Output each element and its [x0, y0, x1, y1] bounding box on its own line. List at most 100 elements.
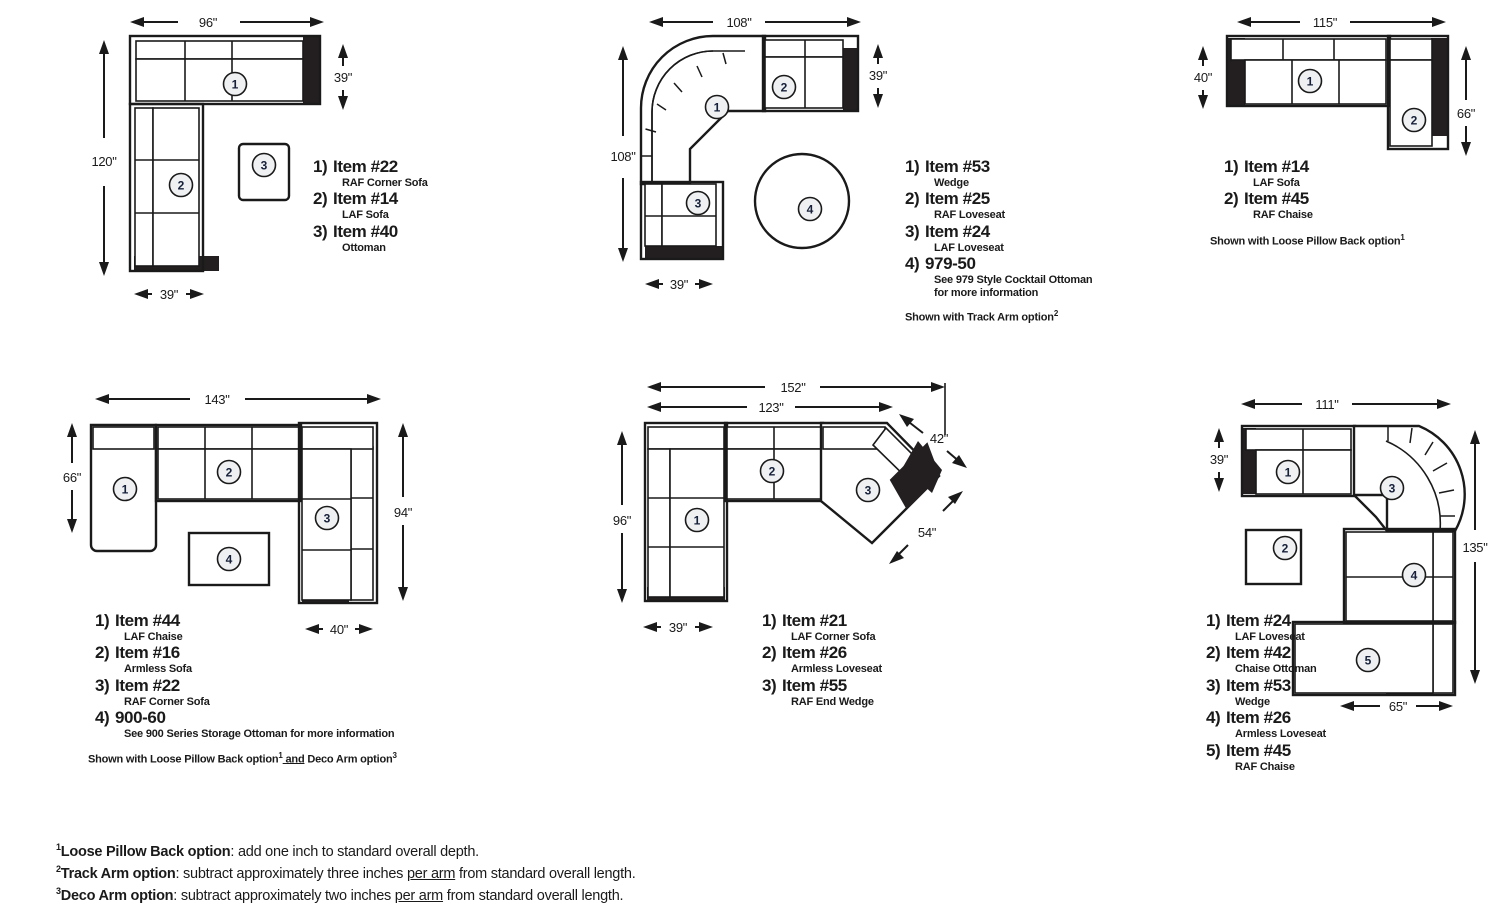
legend-note-text2: Deco Arm option	[304, 753, 393, 766]
dimension-top: 108"	[649, 15, 861, 30]
svg-text:5: 5	[1365, 654, 1372, 668]
legend-number: 1)	[313, 157, 328, 176]
legend-note-text: Shown with Loose Pillow Back option	[88, 753, 279, 766]
svg-text:3: 3	[261, 159, 268, 173]
svg-text:1: 1	[1307, 75, 1314, 89]
dim-diag54-label: 54"	[918, 525, 937, 540]
footnote-term: Loose Pillow Back option	[60, 844, 231, 860]
dim-right-label: 39"	[334, 70, 353, 85]
legend-note-sup: 2	[1053, 309, 1059, 319]
callout-2: 2	[1272, 535, 1298, 561]
legend-number: 1)	[1206, 611, 1221, 630]
dim-bottom-label: 39"	[669, 620, 688, 635]
dimension-bottom: 40"	[305, 622, 373, 637]
dim-diag42-label: 42"	[930, 431, 949, 446]
config-1-diagram: 96" 120" 39" 39"	[90, 8, 390, 308]
dim-bottom-label: 65"	[1389, 699, 1408, 714]
callout-3: 3	[685, 190, 711, 216]
config-5-legend: 1) Item #21 LAF Corner Sofa 2) Item #26 …	[762, 611, 882, 709]
dim-top-label: 115"	[1313, 15, 1338, 30]
legend-item-desc: See 979 Style Cocktail Ottoman for more …	[934, 274, 1093, 299]
legend-item: 1) Item #53 Wedge	[905, 157, 1105, 189]
legend-number: 2)	[905, 189, 920, 209]
config-3-diagram: 115" 40" 66"	[1185, 8, 1485, 258]
footnote-rest: : subtract approximately two inches	[173, 888, 395, 905]
dimension-top: 111"	[1241, 397, 1451, 412]
legend-item: 1) Item #21 LAF Corner Sofa	[762, 611, 882, 643]
svg-text:4: 4	[226, 553, 233, 567]
legend-number: 3)	[1206, 675, 1221, 695]
callout-4: 4	[1401, 562, 1427, 588]
footnote-rest: : subtract approximately three inches	[175, 866, 407, 883]
legend-item-title: Item #45	[1226, 740, 1291, 760]
legend-shown-with-note: Shown with Loose Pillow Back option1 and…	[88, 751, 397, 767]
legend-item-desc: RAF Chaise	[1253, 209, 1313, 222]
dim-left-label: 120"	[91, 154, 117, 169]
legend-number: 1)	[1224, 157, 1239, 176]
legend-number: 1)	[905, 157, 920, 176]
legend-item-title: Item #53	[1226, 675, 1291, 695]
dimension-bottom: 39"	[134, 287, 204, 302]
legend-item-title: Item #53	[925, 157, 990, 176]
dim-left-label: 39"	[1210, 452, 1229, 467]
legend-item-title: Item #21	[782, 611, 847, 630]
callout-1: 1	[684, 507, 710, 533]
config-4-diagram: 143" 66" 94" 40"	[55, 385, 475, 645]
callout-2: 2	[759, 458, 785, 484]
callout-2: 2	[771, 74, 797, 100]
dim-right-label: 135"	[1462, 540, 1488, 555]
svg-text:1: 1	[694, 514, 701, 528]
legend-item-title: Item #22	[115, 675, 180, 695]
footnote-underline: per arm	[406, 866, 456, 883]
legend-item: 1) Item #24 LAF Loveseat	[1206, 611, 1326, 643]
legend-item: 1) Item #22 RAF Corner Sofa	[313, 157, 428, 189]
legend-note-text: Shown with Loose Pillow Back option	[1210, 235, 1401, 248]
legend-item-title: 979-50	[925, 254, 976, 274]
callout-5: 5	[1355, 647, 1381, 673]
footnote-rest2: from standard overall length.	[443, 888, 624, 905]
dimension-top: 96"	[130, 15, 324, 30]
legend-item-title: Item #44	[115, 611, 180, 630]
legend-item-title: Item #24	[1226, 611, 1291, 630]
dim-top-label: 152"	[780, 380, 806, 395]
legend-item: 3) Item #40 Ottoman	[313, 222, 428, 254]
legend-number: 5)	[1206, 740, 1221, 760]
legend-item-title: Item #26	[782, 643, 847, 663]
legend-item-desc: See 900 Series Storage Ottoman for more …	[124, 728, 395, 741]
dimension-bottom: 65"	[1340, 699, 1453, 714]
sectional-shape	[89, 421, 379, 605]
legend-note-sup: 1	[278, 750, 283, 760]
legend-item-title: Item #25	[925, 189, 990, 209]
svg-text:2: 2	[1411, 114, 1418, 128]
legend-note-and: and	[282, 753, 305, 766]
svg-text:1: 1	[714, 101, 721, 115]
legend-shown-with-note: Shown with Loose Pillow Back option1	[1210, 233, 1405, 249]
legend-number: 1)	[95, 611, 110, 630]
svg-text:2: 2	[1282, 542, 1289, 556]
footnote-term: Deco Arm option	[60, 888, 174, 905]
callout-2: 2	[216, 459, 242, 485]
dimension-diag-42: 42"	[899, 414, 967, 468]
config-2-legend: 1) Item #53 Wedge 2) Item #25 RAF Lovese…	[905, 157, 1105, 325]
dim-top-label: 96"	[199, 15, 218, 30]
legend-item: 2) Item #26 Armless Loveseat	[762, 643, 882, 676]
footnote-rest: : add one inch to standard overall depth…	[230, 844, 479, 860]
dim-top2-label: 123"	[758, 400, 784, 415]
dimension-top: 115"	[1237, 15, 1446, 30]
dim-left-label: 108"	[610, 149, 636, 164]
callout-3: 3	[251, 152, 277, 178]
legend-shown-with-note: Shown with Track Arm option2	[905, 309, 1105, 325]
legend-number: 3)	[905, 221, 920, 241]
sectional-shape	[128, 34, 322, 273]
config-2-diagram: 108" 108" 39" 39"	[605, 8, 905, 308]
legend-number: 1)	[762, 611, 777, 630]
legend-item-title: Item #42	[1226, 643, 1291, 663]
dim-right-label: 94"	[394, 505, 413, 520]
legend-item: 2) Item #42 Chaise Ottoman	[1206, 643, 1326, 676]
legend-item-desc: RAF Loveseat	[934, 209, 1005, 222]
footnote-2: 2Track Arm option: subtract approximatel…	[56, 863, 896, 885]
legend-item-desc: LAF Loveseat	[934, 241, 1004, 254]
legend-item: 1) Item #14 LAF Sofa	[1224, 157, 1405, 189]
callout-4: 4	[216, 546, 242, 572]
legend-item-desc: RAF End Wedge	[791, 695, 874, 708]
